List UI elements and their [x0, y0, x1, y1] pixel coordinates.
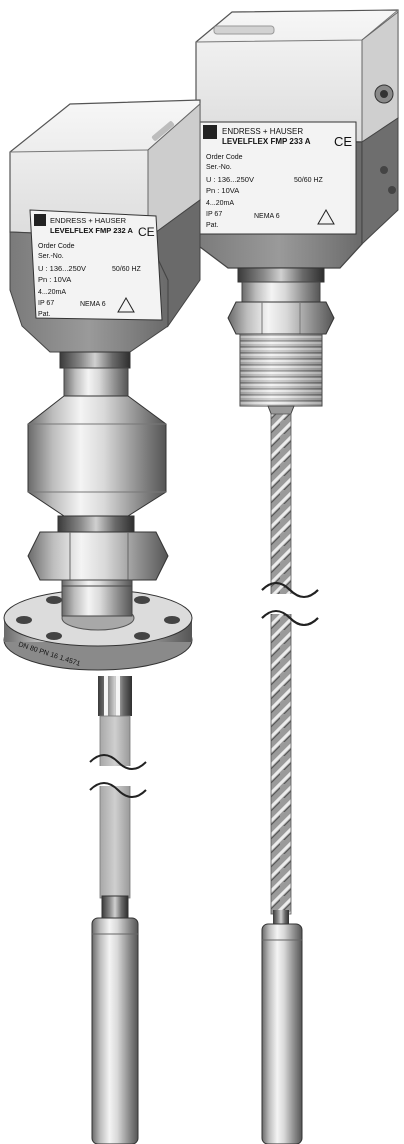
left-ser-text: Ser.-No. [38, 253, 64, 260]
warning-icon [317, 208, 335, 225]
right-housing-lid [195, 9, 399, 143]
left-rod-probe [89, 676, 148, 899]
ce-mark-left: CE [138, 225, 155, 239]
left-housing-lid [9, 99, 201, 239]
left-brand-text: ENDRESS + HAUSER [50, 216, 127, 225]
left-neck [59, 351, 131, 397]
left-current-text: 4...20mA [38, 289, 66, 296]
right-freq-text: 50/60 HZ [294, 177, 324, 184]
left-freq-text: 50/60 HZ [112, 266, 142, 273]
right-ser-text: Ser.-No. [206, 164, 232, 171]
left-order-text: Order Code [38, 243, 75, 250]
left-pat-text: Pat. [38, 311, 51, 318]
left-probe-weight [91, 895, 139, 1144]
warning-icon [117, 296, 135, 313]
right-probe-weight [261, 910, 303, 1144]
left-device: ENDRESS + HAUSER LEVELFLEX FMP 232 A CE … [3, 99, 201, 1144]
right-rope-probe [261, 413, 320, 915]
right-pat-text: Pat. [206, 222, 219, 229]
right-current-text: 4...20mA [206, 200, 234, 207]
ce-mark-right: CE [334, 134, 352, 149]
right-model-text: LEVELFLEX FMP 233 A [222, 137, 311, 146]
left-nameplate: ENDRESS + HAUSER LEVELFLEX FMP 232 A CE … [29, 209, 163, 321]
left-nema-text: NEMA 6 [80, 301, 106, 308]
right-volt-text: U : 136...250V [206, 175, 254, 184]
right-nema-text: NEMA 6 [254, 213, 280, 220]
right-process-connection [227, 267, 335, 417]
left-break-marks [89, 754, 147, 798]
right-order-text: Order Code [206, 154, 243, 161]
left-power-text: Pn : 10VA [38, 275, 71, 284]
left-ip-text: IP 67 [38, 300, 54, 307]
left-volt-text: U : 136...250V [38, 264, 86, 273]
left-flange: DN 80 PN 16 1.4571 [3, 585, 193, 671]
right-device: ENDRESS + HAUSER LEVELFLEX FMP 233 A CE … [195, 9, 399, 1144]
right-ip-text: IP 67 [206, 211, 222, 218]
left-adapter [27, 395, 167, 533]
right-power-text: Pn : 10VA [206, 186, 239, 195]
right-nameplate: ENDRESS + HAUSER LEVELFLEX FMP 233 A CE … [199, 121, 357, 235]
right-brand-text: ENDRESS + HAUSER [222, 127, 303, 136]
left-model-text: LEVELFLEX FMP 232 A [50, 226, 134, 235]
